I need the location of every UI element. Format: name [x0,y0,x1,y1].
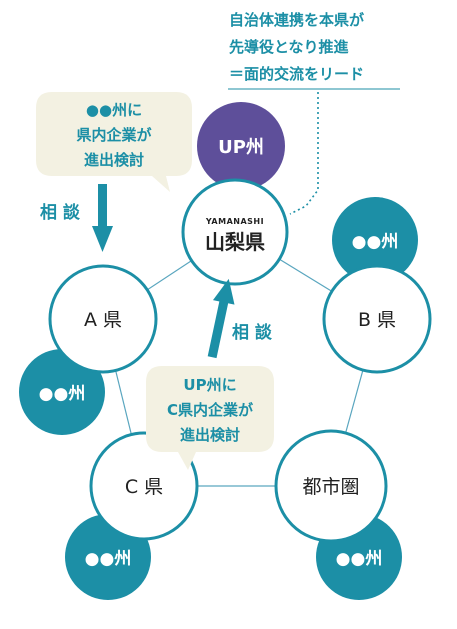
node-circle-yamanashi [181,178,289,286]
node-circle-b [322,264,432,374]
state-label-b: ●●州 [352,232,399,252]
state-label-up: UP州 [218,137,264,158]
arrow-up-mid [207,278,235,359]
annotation-connector [289,92,319,215]
bubble-top-line2: 県内企業が [76,126,152,144]
node-label-yamanashi-en: YAMANASHI [205,217,264,226]
node-label-a: A 県 [84,309,122,331]
state-label-a: ●●州 [39,384,86,404]
node-label-c: C 県 [125,476,163,498]
state-circle-a [19,349,105,435]
bubble-mid-line1: UP州に [183,376,236,394]
bubble-mid-line3: 進出検討 [180,426,240,444]
consult-label-top: 相 談 [40,202,81,223]
bubble-top-line3: 進出検討 [84,151,144,169]
node-label-yamanashi: 山梨県 [205,230,265,254]
node-label-metro: 都市圏 [302,476,359,498]
consult-label-mid: 相 談 [232,322,273,343]
node-circle-a [48,264,158,374]
node-circle-c [89,431,199,541]
bubble-top-line1: ●●州に [86,101,142,119]
arrow-down-top [92,184,113,252]
state-circle-b [332,197,418,283]
bubble-mid [146,366,274,470]
bubble-mid-line2: C県内企業が [167,401,254,419]
annotation-line2: 先導役となり推進 [229,38,350,56]
bubble-top [36,92,192,192]
state-circle-up [197,102,285,190]
node-label-b: B 県 [358,309,396,331]
node-circle-metro [274,429,388,543]
state-label-metro: ●●州 [336,549,383,569]
annotation-line3: ＝面的交流をリード [229,65,364,83]
annotation-line1: 自治体連携を本県が [229,11,365,29]
state-label-c: ●●州 [85,549,132,569]
